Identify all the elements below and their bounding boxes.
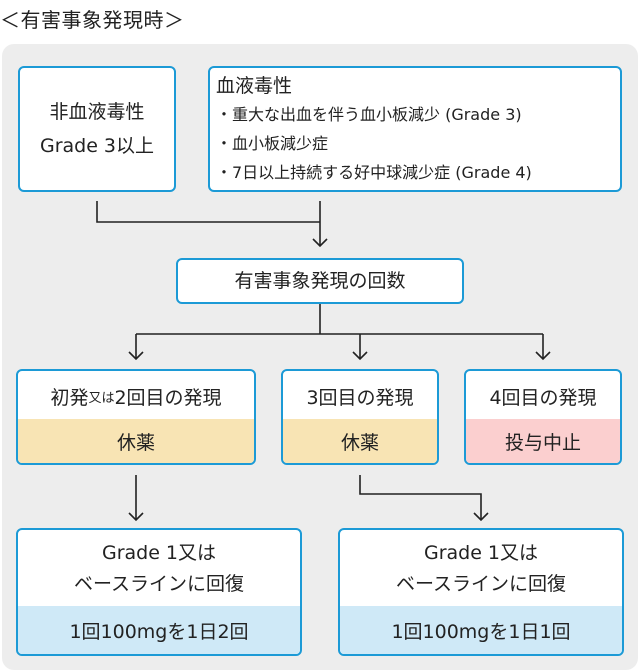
rec1-dose: 1回100mgを1日2回: [18, 606, 300, 654]
arrow-head-col2: [352, 351, 368, 361]
arrow-head-col3: [535, 351, 551, 361]
rec2-text: Grade 1又は ベースラインに回復: [340, 538, 622, 600]
arrow-to-rec2: [359, 475, 482, 520]
arrow-head-rec2: [473, 512, 489, 522]
hem-title: 血液毒性: [216, 75, 293, 97]
col3-action: 投与中止: [466, 419, 620, 463]
arrow-head-col1: [128, 351, 144, 361]
recovery-dose-box-2: Grade 1又は ベースラインに回復 1回100mgを1日1回: [338, 528, 624, 656]
hematologic-toxicity-box: 血液毒性 ・重大な出血を伴う血小板減少 (Grade 3) ・血小板減少症 ・7…: [208, 66, 622, 192]
rec1-line1: Grade 1又は: [101, 542, 217, 564]
rec2-line2: ベースラインに回復: [395, 573, 567, 595]
col3-heading: 4回目の発現: [489, 386, 597, 409]
merge-connector: [96, 201, 320, 223]
third-occurrence-box: 3回目の発現 休薬: [281, 369, 439, 465]
rec2-line1: Grade 1又は: [423, 542, 539, 564]
col1-action: 休薬: [18, 419, 254, 463]
non-hem-line2: Grade 3以上: [39, 135, 155, 157]
rec2-dose: 1回100mgを1日1回: [340, 606, 622, 654]
hem-item: ・7日以上持続する好中球減少症 (Grade 4): [216, 163, 532, 182]
col1-head-a: 初発: [50, 386, 89, 409]
non-hematologic-toxicity-box: 非血液毒性 Grade 3以上: [18, 66, 176, 192]
non-hem-line1: 非血液毒性: [49, 101, 145, 123]
occurrence-label: 有害事象発現の回数: [234, 270, 406, 292]
hem-item: ・重大な出血を伴う血小板減少 (Grade 3): [216, 105, 522, 124]
recovery-dose-box-1: Grade 1又は ベースラインに回復 1回100mgを1日2回: [16, 528, 302, 656]
page-title: ＜有害事象発現時＞: [0, 8, 185, 32]
arrow-head-occurrence: [312, 238, 328, 248]
col2-heading: 3回目の発現: [306, 386, 414, 409]
arrow-head-rec1: [128, 512, 144, 522]
rec1-line2: ベースラインに回復: [73, 573, 245, 595]
occurrence-count-box: 有害事象発現の回数: [176, 258, 464, 304]
col2-action: 休薬: [283, 419, 437, 463]
fourth-occurrence-box: 4回目の発現 投与中止: [464, 369, 622, 465]
col1-head-b: 2回目の発現: [114, 386, 222, 409]
rec1-text: Grade 1又は ベースラインに回復: [18, 538, 300, 600]
hem-item: ・血小板減少症: [216, 134, 329, 153]
col1-head-or: 又は: [88, 390, 115, 406]
